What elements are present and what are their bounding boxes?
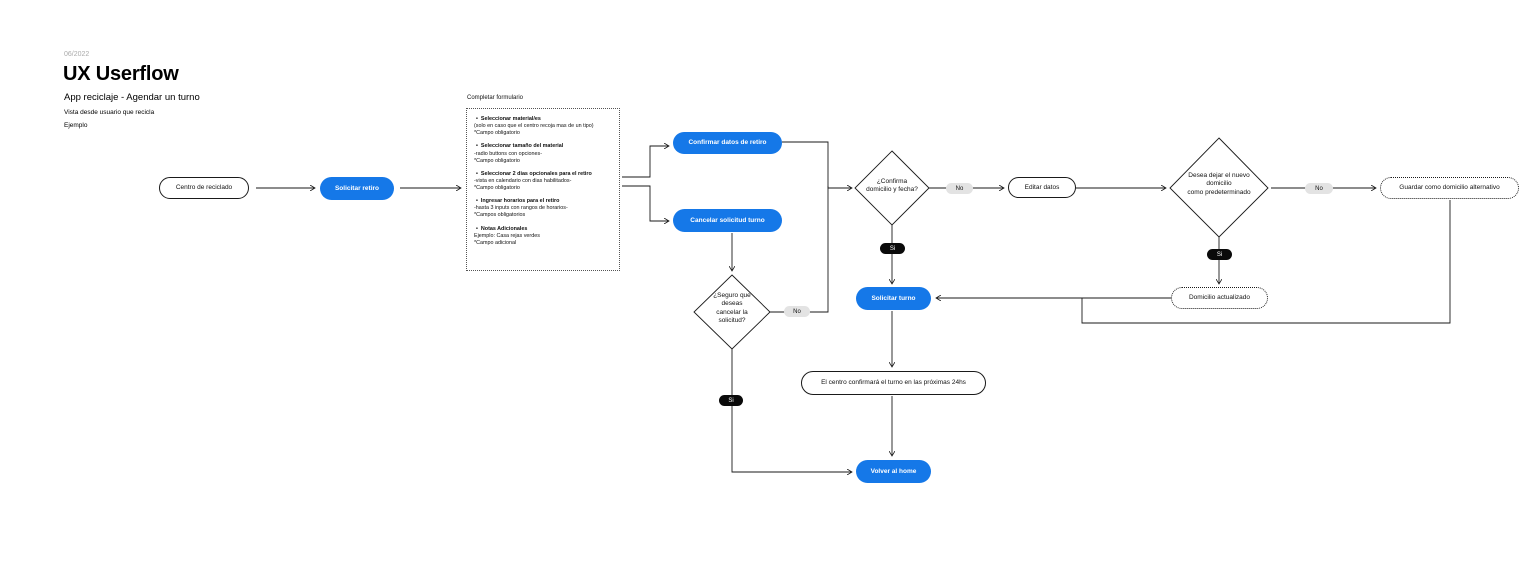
edge-seguro-si — [731, 347, 852, 472]
form-item: Seleccionar material/es (solo en caso qu… — [474, 116, 614, 137]
decision-seguro-text: ¿Seguro que deseas cancelar la solicitud… — [694, 292, 770, 326]
node-domicilio-actualizado[interactable]: Domicilio actualizado — [1171, 287, 1268, 309]
decision-line: domicilio y fecha? — [866, 186, 918, 194]
page-title: UX Userflow — [63, 63, 179, 85]
no-label: No — [784, 306, 810, 317]
node-centro-confirmara[interactable]: El centro confirmará el turno en las pró… — [801, 371, 986, 395]
decision-line: deseas — [721, 300, 743, 308]
edge-confirmar-decision — [782, 141, 852, 188]
form-label: Completar formulario — [467, 95, 524, 101]
no-label: No — [1305, 183, 1333, 194]
form-item-line: -vista en calendario con dias habilitado… — [474, 177, 572, 184]
node-solicitar-turno[interactable]: Solicitar turno — [856, 287, 931, 310]
form-item-line: *Campos obligatorios — [474, 212, 526, 219]
decision-line: ¿Seguro que — [713, 292, 751, 299]
form-item-line: *Campo obligatorio — [474, 157, 520, 164]
form-item-line: Ejemplo: Casa rejas verdes — [474, 232, 540, 239]
form-item-title: Notas Adicionales — [474, 226, 614, 233]
decision-line: Desea dejar el nuevo — [1188, 172, 1250, 179]
view-description: Vista desde usuario que recicla — [64, 109, 155, 116]
form-item: Ingresar horarios para el retiro -hasta … — [474, 198, 614, 219]
example-label: Ejemplo — [64, 122, 88, 129]
decision-confirma-text: ¿Confirma domicilio y fecha? — [855, 178, 929, 195]
si-label: Si — [719, 395, 743, 406]
edge-form-cancelar — [622, 185, 669, 221]
decision-desea-diamond — [1169, 137, 1269, 238]
node-volver-home[interactable]: Volver al home — [856, 460, 931, 483]
form-item: Notas Adicionales Ejemplo: Casa rejas ve… — [474, 226, 614, 247]
decision-line: cancelar la — [716, 308, 748, 316]
form-item-line: -hasta 3 inputs con rangos de horarios- — [474, 205, 568, 212]
form-box: Seleccionar material/es (solo en caso qu… — [466, 108, 620, 271]
decision-seguro-diamond — [693, 274, 771, 350]
node-editar-datos[interactable]: Editar datos — [1008, 177, 1076, 198]
form-item-title: Seleccionar material/es — [474, 116, 614, 123]
node-guardar-alternativo[interactable]: Guardar como domicilio alternativo — [1380, 177, 1519, 199]
node-centro-reciclado[interactable]: Centro de reciclado — [159, 177, 249, 199]
form-item-line: (solo en caso que el centro recoja mas d… — [474, 123, 594, 130]
decision-confirma-diamond — [854, 150, 930, 226]
edge-form-fork — [622, 146, 669, 178]
form-item-title: Ingresar horarios para el retiro — [474, 198, 614, 205]
form-item: Seleccionar tamaño del material -radio b… — [474, 143, 614, 164]
decision-desea-text: Desea dejar el nuevo domicilio como pred… — [1170, 172, 1268, 197]
node-cancelar-solicitud[interactable]: Cancelar solicitud turno — [673, 209, 782, 232]
node-solicitar-retiro[interactable]: Solicitar retiro — [320, 177, 394, 200]
form-item-line: *Campo adicional — [474, 239, 517, 246]
form-item-line: *Campo obligatorio — [474, 130, 520, 137]
form-item-title: Seleccionar tamaño del material — [474, 143, 614, 150]
form-item-line: *Campo obligatorio — [474, 185, 520, 191]
decision-line: domicilio — [1206, 180, 1232, 188]
decision-line: como predeterminado — [1187, 188, 1251, 196]
form-item: Seleccionar 2 dias opcionales para el re… — [474, 171, 614, 192]
edge-guardar-loop — [1081, 200, 1451, 324]
form-item-line: -radio buttons con opciones- — [474, 150, 543, 157]
page-subtitle: App reciclaje - Agendar un turno — [64, 92, 200, 103]
node-confirmar-datos[interactable]: Confirmar datos de retiro — [673, 132, 782, 154]
header-date: 06/2022 — [64, 51, 90, 58]
si-label: Si — [880, 243, 905, 254]
decision-line: ¿Confirma — [876, 178, 908, 185]
decision-line: solicitud? — [718, 317, 746, 325]
no-label: No — [946, 183, 973, 194]
si-label: Si — [1207, 249, 1232, 260]
form-item-title: Seleccionar 2 dias opcionales para el re… — [474, 171, 614, 178]
edge-seguro-no — [770, 186, 829, 313]
